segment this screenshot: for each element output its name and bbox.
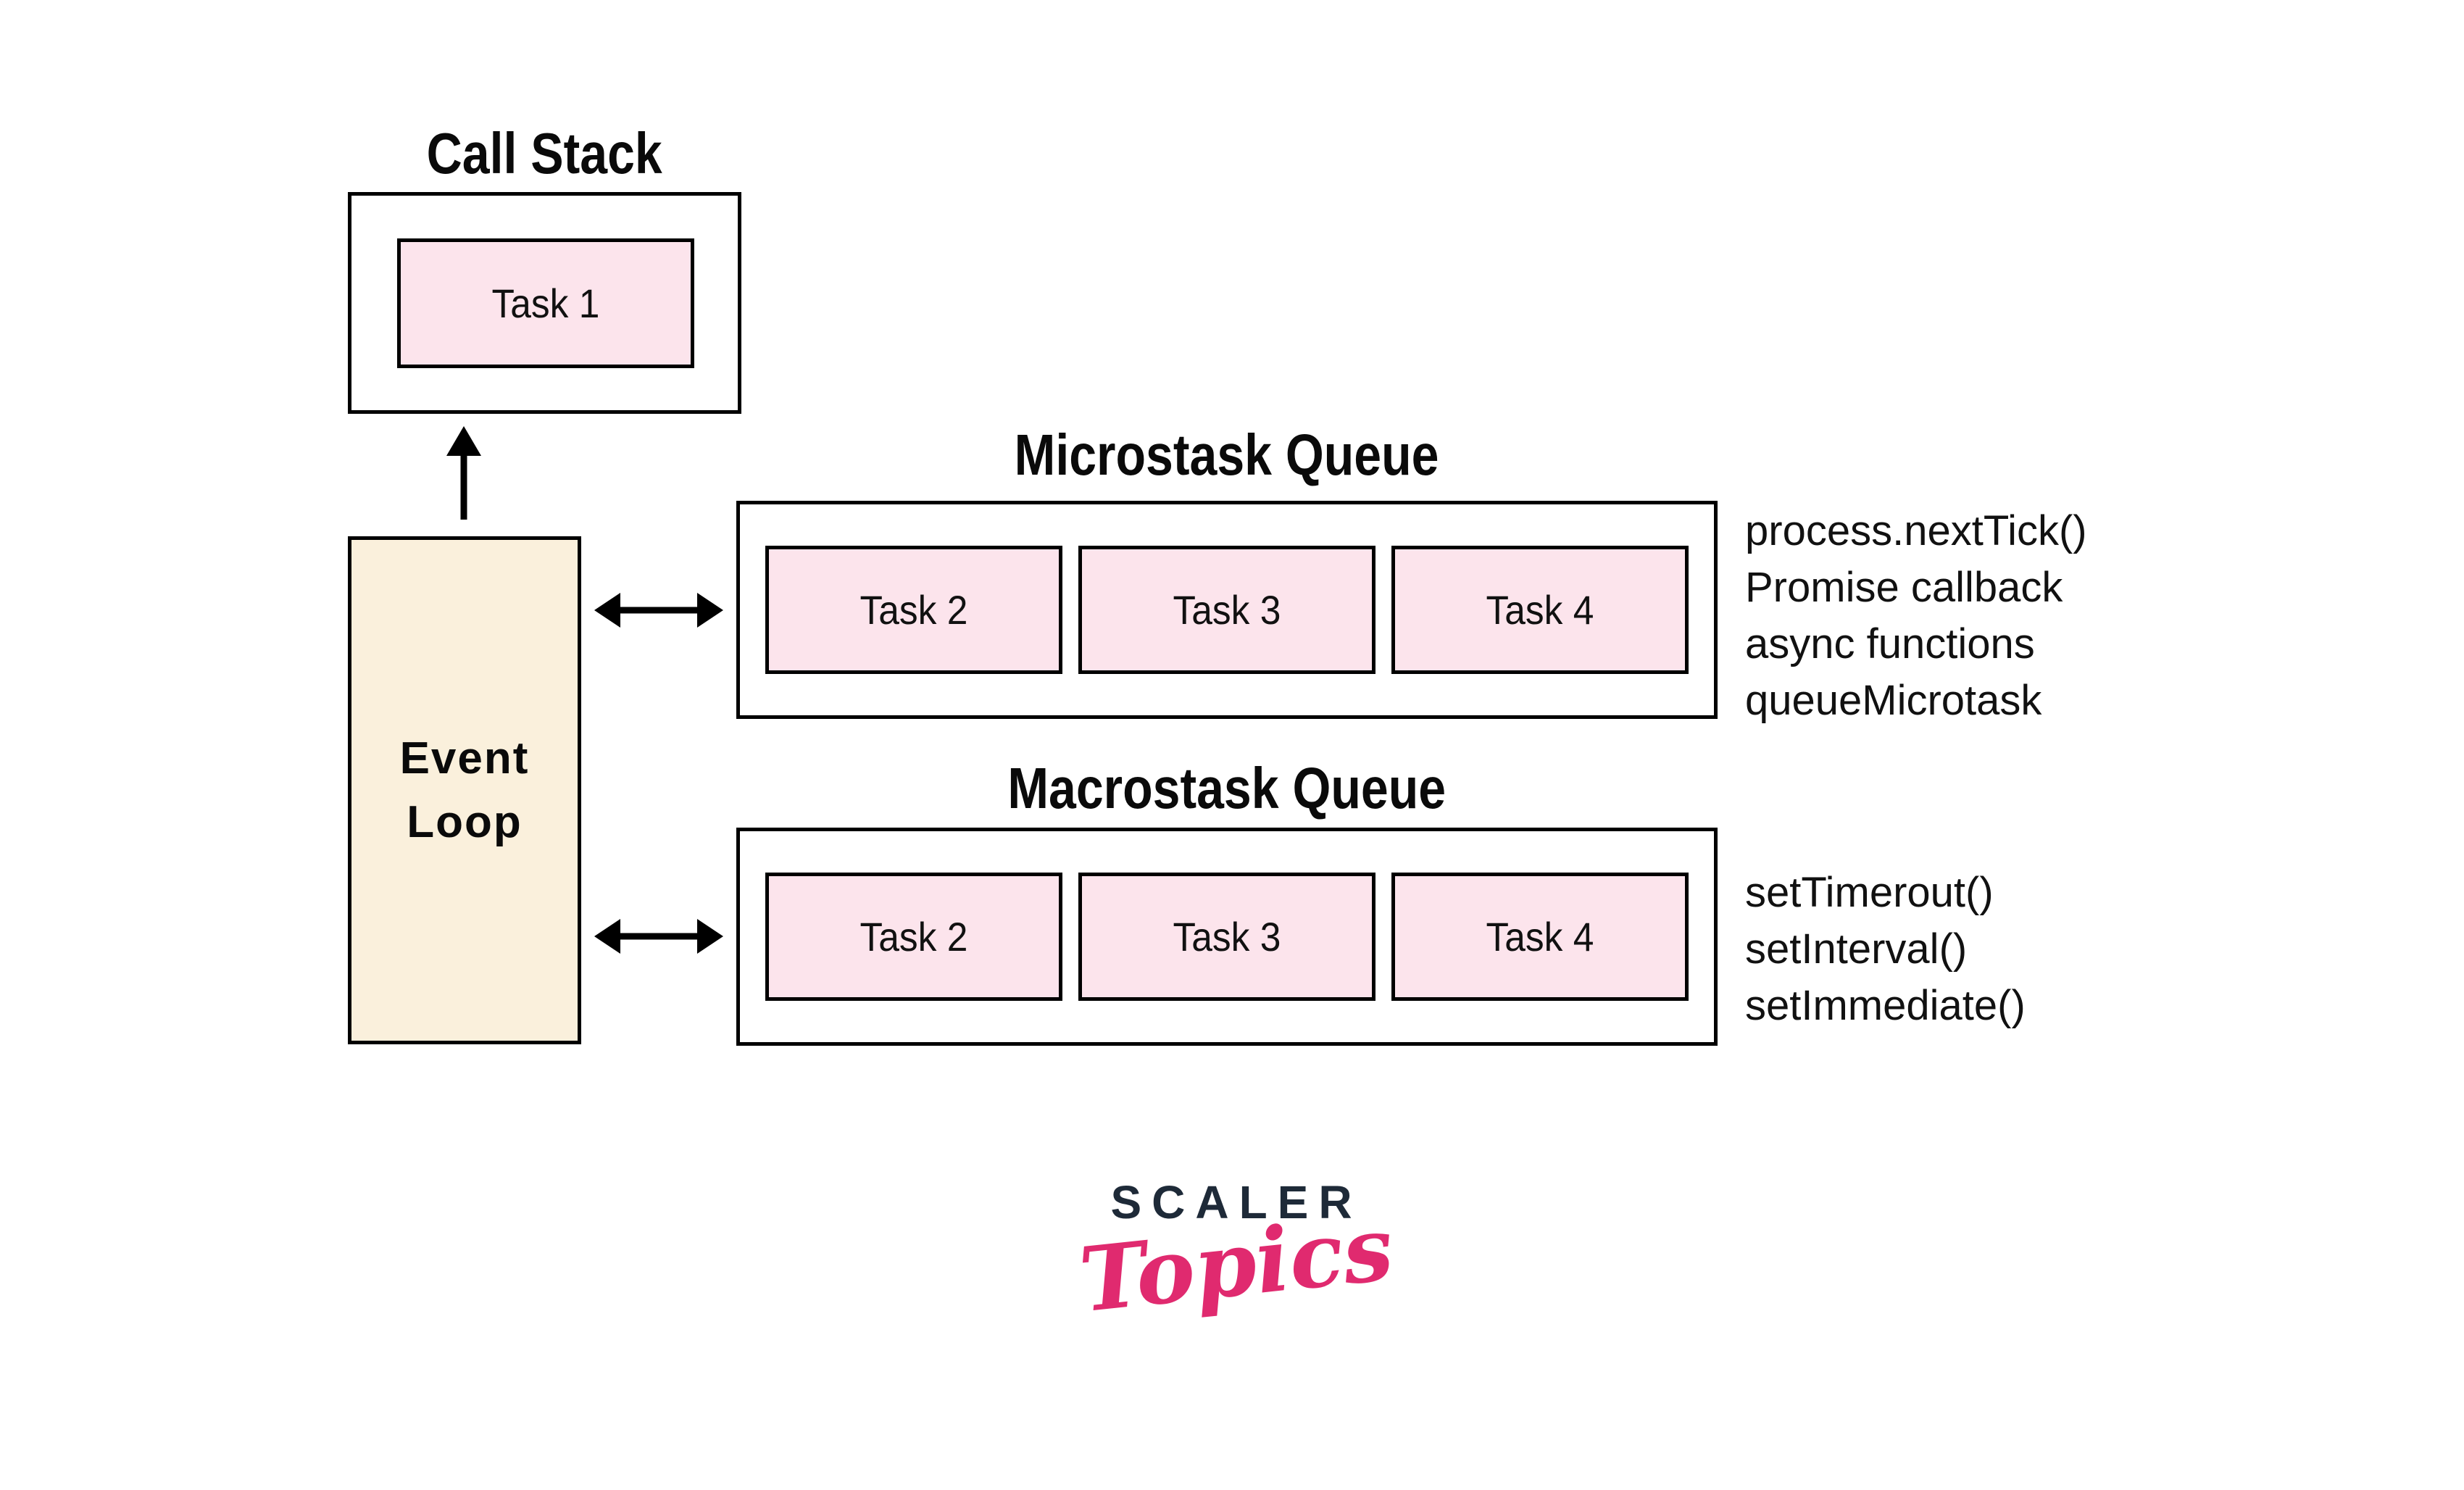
microtask-source-item: async functions	[1745, 620, 2035, 667]
microtask-source-item: process.nextTick()	[1745, 507, 2087, 554]
microtask-task-3: Task 3	[1078, 546, 1375, 674]
macrotask-queue-title-text: Macrostask Queue	[1007, 756, 1447, 820]
arrow-event-loop-to-call-stack	[446, 426, 481, 520]
call-stack-title: Call Stack	[348, 125, 741, 183]
macrotask-source-item: setInterval()	[1745, 925, 1968, 973]
microtask-queue-title-text: Microstask Queue	[1015, 423, 1439, 487]
macrotask-task-3: Task 3	[1078, 873, 1375, 1001]
microtask-task-2: Task 2	[765, 546, 1062, 674]
arrow-event-loop-microtask	[594, 593, 723, 628]
microtask-source-item: queueMicrotask	[1745, 677, 2042, 724]
macrotask-task-2: Task 2	[765, 873, 1062, 1001]
microtask-queue-title: Microstask Queue	[736, 426, 1718, 484]
call-stack-task-1: Task 1	[397, 238, 694, 368]
call-stack-title-text: Call Stack	[426, 121, 663, 186]
microtask-sources-list: process.nextTick() Promise callback asyn…	[1745, 503, 2087, 729]
microtask-task-4: Task 4	[1391, 546, 1689, 674]
macrotask-task-4: Task 4	[1391, 873, 1689, 1001]
macrotask-source-item: setTimerout()	[1745, 869, 1994, 916]
event-loop-label-line1: Event	[399, 733, 530, 783]
macrotask-queue-title: Macrostask Queue	[736, 759, 1718, 817]
event-loop-box: Event Loop	[348, 536, 581, 1044]
macrotask-sources-list: setTimerout() setInterval() setImmediate…	[1745, 865, 2026, 1034]
arrow-event-loop-macrotask	[594, 919, 723, 954]
scaler-logo-brand: SCALER	[1110, 1176, 1362, 1228]
event-loop-label-line2: Loop	[407, 796, 523, 847]
microtask-source-item: Promise callback	[1745, 564, 2063, 611]
macrotask-source-item: setImmediate()	[1745, 982, 2026, 1029]
